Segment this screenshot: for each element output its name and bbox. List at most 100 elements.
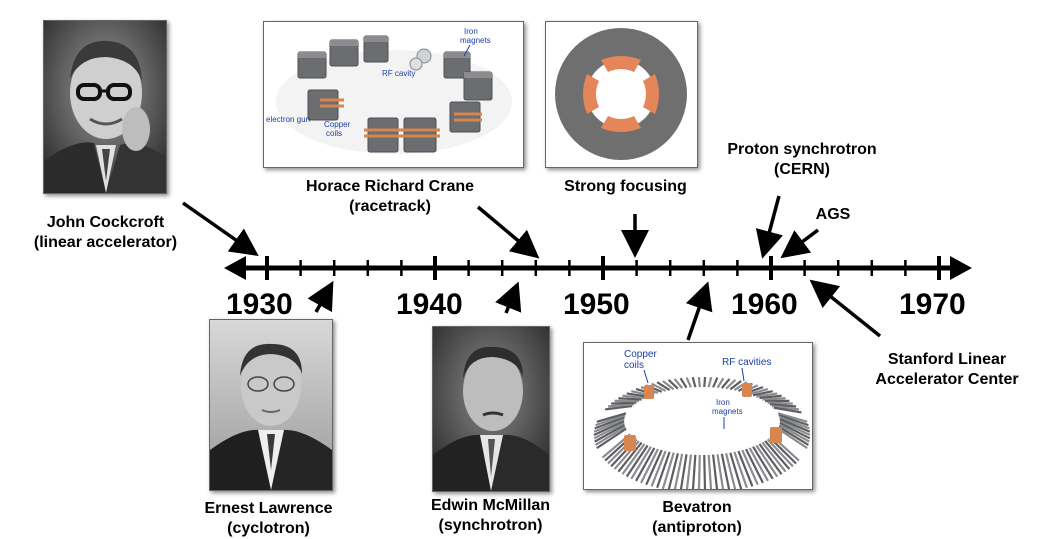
bevatron-lamination [656,381,671,392]
bevatron-lamination [752,390,773,397]
bevatron-lamination [645,449,663,486]
cern-name: Proton synchrotron [727,141,877,158]
lawrence-pointer [307,280,334,313]
crane-caption: Horace Richard Crane (racetrack) [290,177,490,217]
cockcroft-pointer [181,201,259,257]
bevatron-lamination [707,454,713,489]
racetrack-coils-label: coils [326,129,342,138]
cockcroft-portrait [43,20,167,194]
bevatron-pointer [685,281,713,341]
bevatron-lamination [716,377,725,389]
bevatron-lamination [622,394,645,400]
bevatron-lamination [741,449,759,486]
lawrence-caption: Ernest Lawrence (cyclotron) [186,499,351,539]
racetrack-copper-label: Copper [324,120,351,129]
timeline-right-arrowhead [950,256,972,280]
bevatron-lamination [729,380,742,391]
bevatron-lamination [761,441,787,473]
year-label-1950: 1950 [563,288,630,321]
event-pointers [181,195,882,341]
bevatron-lamination [640,448,659,484]
racetrack-magnets-label: magnets [460,36,491,45]
cern-caption: Proton synchrotron (CERN) [727,140,877,180]
year-label-1930: 1930 [226,288,293,321]
bevatron-lamination [745,448,764,484]
racetrack-rf-label: RF cavity [382,69,415,78]
ags-caption: AGS [815,206,851,223]
timeline-left-arrowhead [224,256,246,280]
bevatron-iron-label: Iron [716,398,730,407]
bevatron-lamination [673,453,684,489]
cern-detail: (CERN) [774,161,830,178]
bevatron-lamination [679,454,688,489]
bevatron-lamination [729,452,743,489]
bevatron-caption: Bevatron (antiproton) [607,498,787,538]
bevatron-lamination [697,376,701,388]
bevatron-magnets-label: magnets [712,407,743,416]
bevatron-lamination [611,401,637,405]
bevatron-lamination [596,427,627,450]
bevatron-lamination [630,446,652,480]
bevatron-lamination [720,378,731,389]
bevatron-lamination [758,443,783,475]
bevatron-lamination [593,421,625,440]
bevatron-lamination [667,379,679,390]
slac-detail: Accelerator Center [875,371,1019,388]
bevatron-lamination [764,440,791,470]
bevatron-lamination [720,453,731,489]
lawrence-name: Ernest Lawrence [204,500,333,517]
bevatron-lamination [752,446,774,480]
bevatron-lamination [617,441,643,473]
bevatron-lamination [707,376,713,388]
year-label-1970: 1970 [899,288,966,321]
crane-name: Horace Richard Crane [305,178,475,195]
bevatron-lamination [635,447,656,482]
bevatron-lamination [778,425,809,446]
bevatron-lamination [737,450,754,487]
bevatron-lamination [712,454,719,489]
bevatron-lamination [777,427,808,450]
bevatron-name: Bevatron [662,499,732,516]
strong-focusing-figure [545,21,698,168]
crane-pointer [476,205,540,259]
crane-detail: (racetrack) [349,198,431,215]
bevatron-lamination [596,412,627,423]
bevatron-lamination [625,444,649,478]
racetrack-iron-label: Iron [464,27,478,36]
slac-name: Stanford Linear [887,351,1007,368]
bevatron-lamination [667,453,679,489]
bevatron-lamination [749,388,769,396]
bevatron-lamination [607,403,635,408]
bevatron-detail: (antiproton) [652,519,742,536]
bevatron-lamination [650,450,667,487]
bevatron-lamination [778,414,809,427]
bevatron-lamination [685,377,692,388]
year-label-1960: 1960 [731,288,798,321]
bevatron-lamination [593,420,625,436]
timeline-axis [224,256,972,280]
bevatron-lamination [595,425,626,446]
bevatron-lamination [618,397,642,401]
bevatron-lamination [604,404,633,411]
bevatron-lamination [703,454,707,489]
ags-pointer [780,228,820,259]
bevatron-figure: Copper coils RF cavities Iron magnets [583,342,813,490]
bevatron-lamination [733,451,748,489]
bevatron-copper-label: Copper [624,349,657,360]
bevatron-lamination [759,394,782,400]
bevatron-lamination [778,423,810,443]
bevatron-lamination [762,397,786,401]
bevatron-lamination [621,443,646,475]
bevatron-lamination [779,420,811,436]
bevatron-lamination [767,401,793,405]
racetrack-figure: Iron magnets RF cavity electron gun Copp… [263,21,524,168]
bevatron-lamination [756,392,778,398]
bevatron-lamination [716,454,725,489]
bevatron-lamination [697,454,701,489]
bevatron-lamination [651,382,667,392]
year-label-1940: 1940 [396,288,463,321]
bevatron-ring [593,376,811,489]
bevatron-lamination [673,378,684,389]
bevatron-lamination [685,454,692,489]
